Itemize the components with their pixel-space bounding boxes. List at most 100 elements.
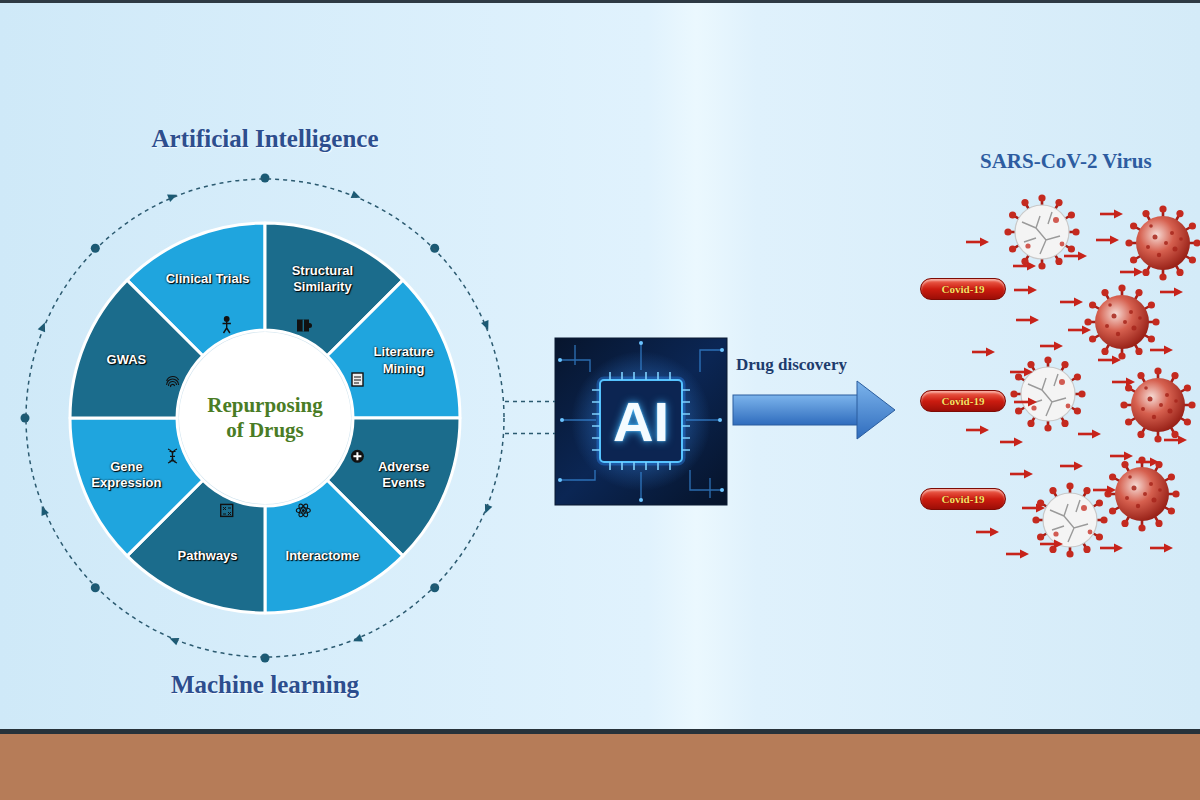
wedge-outline — [68, 278, 205, 421]
red-arrow — [1013, 262, 1036, 271]
dashed-circle — [26, 179, 504, 657]
segment-label: Gene Expression — [90, 459, 163, 492]
capsule-pill: Covid-19 — [920, 488, 1006, 510]
red-arrow — [1100, 544, 1123, 553]
wedge-shape — [265, 480, 403, 613]
segment-label: Interactome — [284, 548, 360, 564]
red-arrow — [1078, 430, 1101, 439]
ring-arrowhead — [351, 191, 362, 202]
segment-label: Literature Mining — [373, 344, 435, 377]
puzzle-icon — [297, 320, 312, 332]
red-arrow — [1060, 298, 1083, 307]
top-rule — [0, 0, 1200, 3]
hub-disc — [178, 331, 352, 505]
red-arrow — [1014, 286, 1037, 295]
red-arrow — [1040, 540, 1063, 549]
virus-field — [1004, 194, 1200, 557]
virus-heading: SARS-CoV-2 Virus — [980, 148, 1195, 174]
pill-label: Covid-19 — [921, 488, 1005, 510]
red-arrow — [1022, 504, 1045, 513]
dashed-connector — [505, 433, 555, 435]
capsule-pill: Covid-19 — [920, 278, 1006, 300]
adverse-icon — [351, 450, 364, 463]
ring-dot — [21, 414, 30, 423]
arrow-body — [733, 395, 859, 425]
page-ground — [0, 0, 1200, 730]
segment-wedge: GWAS — [68, 278, 205, 421]
red-arrow — [1000, 438, 1023, 447]
red-arrow — [1150, 544, 1173, 553]
ring-dot — [261, 654, 270, 663]
wedge-shape — [327, 280, 460, 418]
chip-label: AI — [555, 394, 727, 450]
segment-label: GWAS — [105, 352, 147, 368]
ring-dot — [91, 244, 100, 253]
arrow-head — [857, 381, 895, 439]
cycle-ring: Artificial IntelligenceMachine learningR… — [25, 178, 505, 658]
broken-virus — [1010, 356, 1085, 431]
segment-label: Pathways — [177, 548, 239, 564]
dna-icon — [168, 449, 177, 463]
chip-panel — [555, 338, 727, 505]
broken-virus — [1032, 482, 1107, 557]
segment-label: Clinical Trials — [166, 271, 250, 287]
red-arrow — [1100, 210, 1123, 219]
hub-text: Repurposing of Drugs — [202, 393, 328, 443]
wedge-outline — [263, 478, 405, 615]
ring-arrowheads — [38, 191, 493, 646]
red-arrow — [972, 348, 995, 357]
red-arrow — [966, 426, 989, 435]
wedge-shape — [70, 280, 203, 418]
ring-arrowhead — [352, 634, 363, 645]
red-arrow — [1060, 462, 1083, 471]
discovery-arrow — [733, 381, 895, 439]
segment-wedge: Literature Mining — [325, 278, 462, 420]
red-arrow — [1150, 346, 1173, 355]
red-arrow — [1164, 436, 1187, 445]
capsule-pill: Covid-19 — [920, 390, 1006, 412]
virus-particle — [1120, 367, 1195, 442]
ring-dot — [91, 583, 100, 592]
pill-label: Covid-19 — [921, 278, 1005, 300]
dashed-connector — [505, 401, 555, 403]
ai-chip-box: AI — [555, 338, 727, 505]
cycle-heading: Machine learning — [15, 670, 515, 700]
red-arrow — [1098, 356, 1121, 365]
segment-wedge: Interactome — [263, 478, 405, 615]
wedge-shape — [70, 418, 203, 556]
red-arrow — [1120, 268, 1143, 277]
red-arrow — [1136, 458, 1159, 467]
bottom-rule — [0, 729, 1200, 734]
segment-wedge: Gene Expression — [68, 416, 205, 558]
red-arrow — [1096, 236, 1119, 245]
red-arrow — [976, 528, 999, 537]
document-icon — [352, 373, 363, 386]
red-arrow — [1110, 452, 1133, 461]
ai-chip-illustration — [555, 338, 727, 505]
fingerprint-icon — [167, 376, 179, 387]
red-arrow — [1112, 378, 1135, 387]
cycle-heading: Artificial Intelligence — [15, 124, 515, 154]
pill-label: Covid-19 — [921, 390, 1005, 412]
atom-icon — [296, 503, 310, 518]
red-arrow — [1068, 326, 1091, 335]
broken-virus — [1004, 194, 1079, 269]
segment-label: Structural Similarity — [290, 263, 354, 296]
ring-dot — [430, 583, 439, 592]
ring-dot — [261, 174, 270, 183]
red-arrow — [966, 238, 989, 247]
red-arrow — [1010, 368, 1033, 377]
red-arrow — [1016, 316, 1039, 325]
person-icon — [223, 317, 231, 333]
flow-label: Drug discovery — [736, 354, 896, 376]
red-arrow — [1093, 486, 1116, 495]
virus-particle — [1084, 284, 1159, 359]
board-icon — [221, 504, 233, 516]
red-arrow — [1010, 470, 1033, 479]
red-arrow — [1014, 398, 1037, 407]
footer-band — [0, 734, 1200, 800]
segment-label: Adverse Events — [377, 459, 431, 492]
red-arrow — [1006, 550, 1029, 559]
virus-particle — [1104, 456, 1179, 531]
ring-dot — [430, 244, 439, 253]
